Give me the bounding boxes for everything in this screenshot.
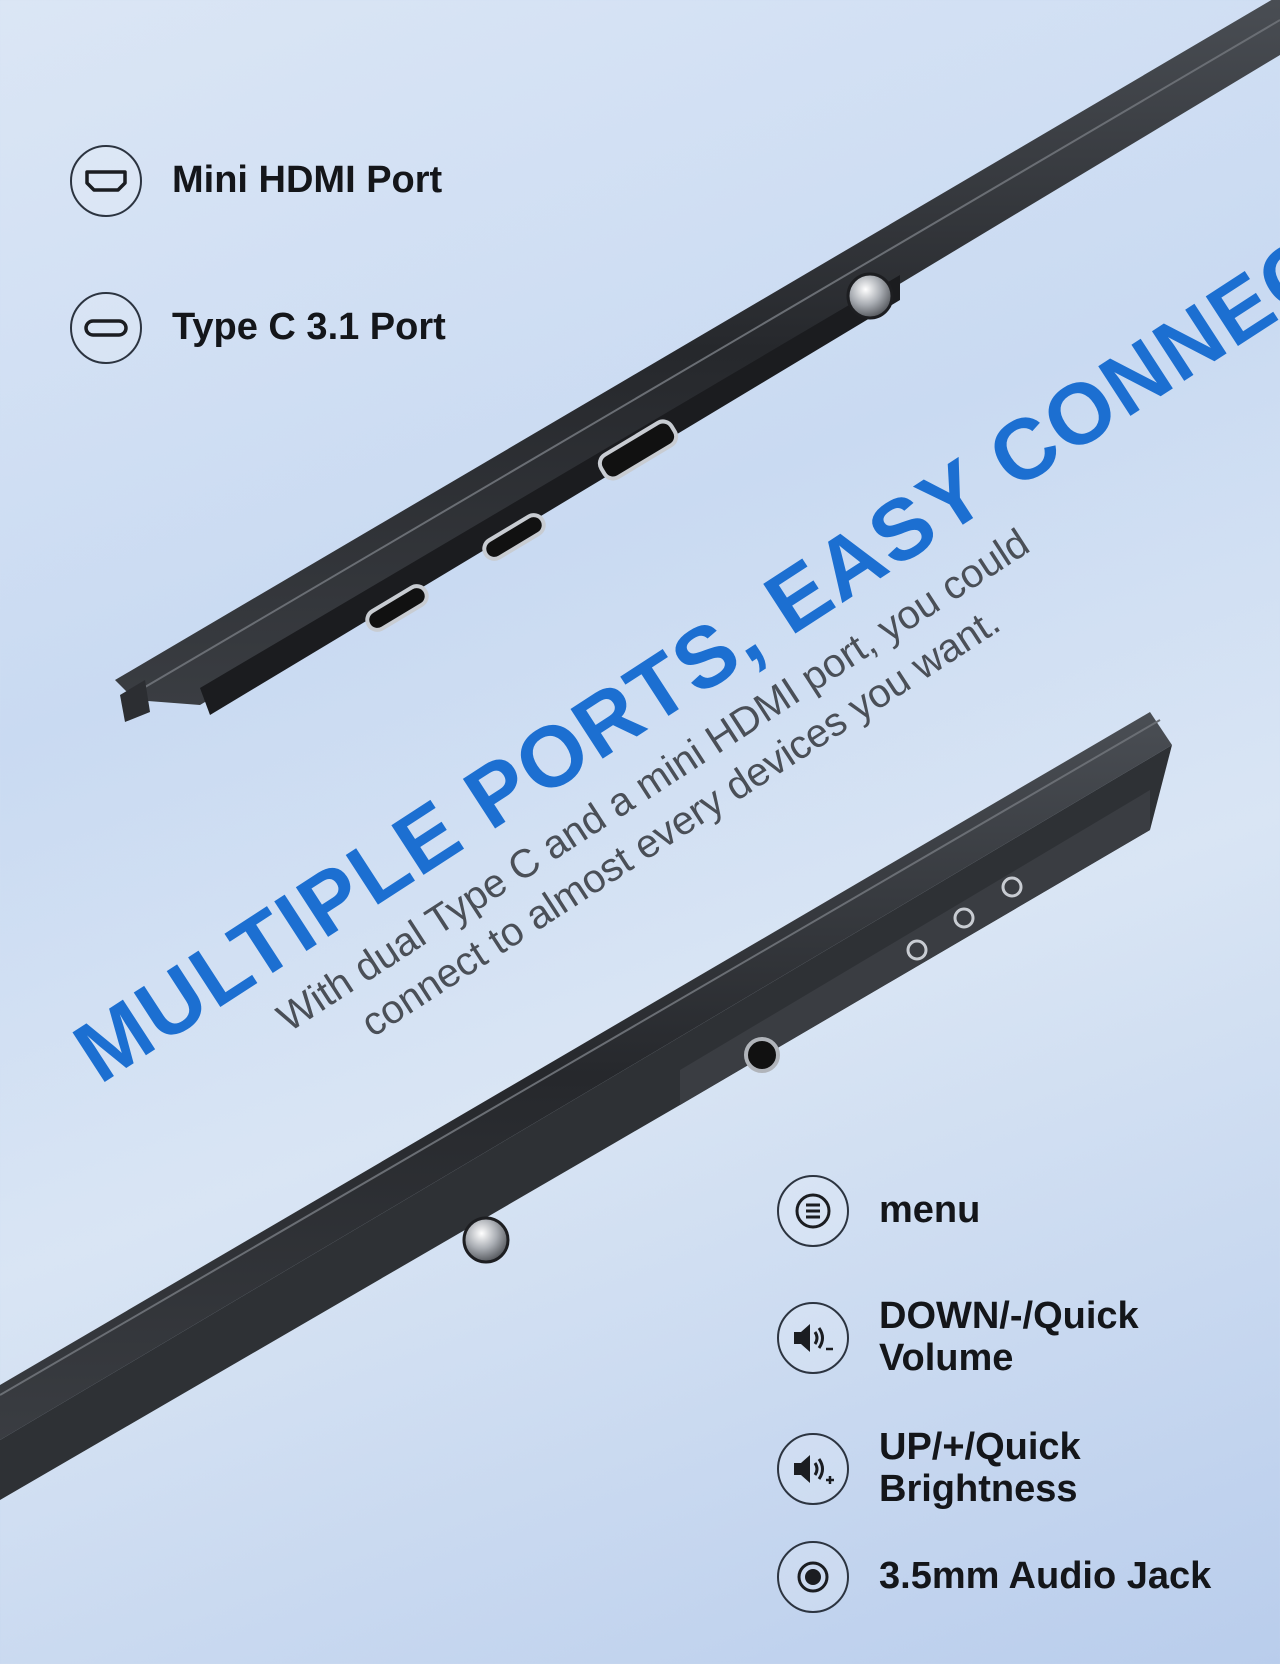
feature-volume-up: UP/+/Quick Brightness [777,1426,1189,1511]
monitor-top-edge [115,0,1280,722]
menu-icon [777,1175,849,1247]
feature-label: Type C 3.1 Port [172,306,446,349]
hdmi-port-slot [597,419,679,481]
type-c-port-slot-1 [482,513,546,561]
feature-mini-hdmi: Mini HDMI Port [70,145,442,217]
feature-label: UP/+/Quick Brightness [879,1426,1081,1510]
volume-down-icon [777,1301,849,1374]
feature-audio-jack: 3.5mm Audio Jack [777,1541,1211,1613]
hinge-knob-top [846,272,894,320]
feature-label: DOWN/-/Quick Volume [879,1295,1139,1379]
audio-jack-icon [777,1541,849,1613]
type-c-port-slot-2 [365,584,429,632]
volume-up-icon [777,1432,849,1505]
audio-jack-hole [744,1037,780,1073]
button-hole-3 [906,939,928,961]
type-c-icon [70,292,142,364]
feature-label: menu [879,1189,981,1232]
hinge-knob-bottom [462,1216,510,1264]
mini-hdmi-icon [70,145,142,217]
button-hole-2 [953,907,975,929]
feature-label: 3.5mm Audio Jack [879,1555,1212,1598]
button-hole-1 [1001,876,1023,898]
feature-label: Mini HDMI Port [172,159,443,202]
feature-menu: menu [777,1175,980,1247]
feature-volume-down: DOWN/-/Quick Volume [777,1295,1189,1380]
monitor-bottom-edge [0,712,1172,1500]
feature-type-c: Type C 3.1 Port [70,292,446,364]
